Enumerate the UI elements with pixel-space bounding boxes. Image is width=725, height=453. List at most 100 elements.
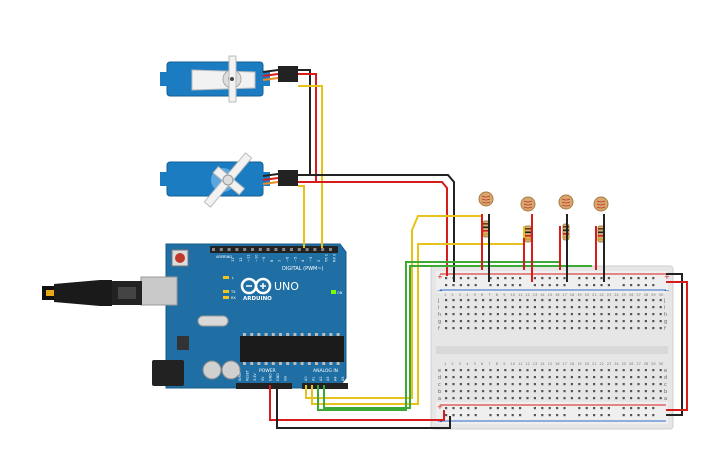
breadboard-hole[interactable] [496, 320, 499, 323]
rail-hole[interactable] [496, 284, 499, 287]
breadboard-hole[interactable] [563, 390, 566, 393]
breadboard-hole[interactable] [607, 390, 610, 393]
rail-hole[interactable] [496, 414, 499, 417]
breadboard-hole[interactable] [615, 397, 618, 400]
rail-hole[interactable] [563, 407, 566, 410]
breadboard-hole[interactable] [615, 306, 618, 309]
breadboard-hole[interactable] [452, 376, 455, 379]
breadboard-hole[interactable] [622, 320, 625, 323]
breadboard-hole[interactable] [622, 383, 625, 386]
breadboard-hole[interactable] [467, 299, 470, 302]
breadboard-hole[interactable] [519, 376, 522, 379]
breadboard-hole[interactable] [570, 327, 573, 330]
breadboard-hole[interactable] [593, 327, 596, 330]
breadboard-hole[interactable] [637, 390, 640, 393]
breadboard-hole[interactable] [489, 313, 492, 316]
breadboard-hole[interactable] [541, 397, 544, 400]
breadboard-hole[interactable] [630, 383, 633, 386]
rail-hole[interactable] [496, 407, 499, 410]
breadboard-hole[interactable] [615, 313, 618, 316]
breadboard-hole[interactable] [585, 313, 588, 316]
header-pin[interactable] [251, 248, 254, 251]
rail-hole[interactable] [519, 284, 522, 287]
breadboard-hole[interactable] [541, 383, 544, 386]
breadboard-hole[interactable] [467, 376, 470, 379]
breadboard-hole[interactable] [637, 369, 640, 372]
breadboard-hole[interactable] [607, 369, 610, 372]
breadboard-hole[interactable] [519, 313, 522, 316]
breadboard-hole[interactable] [459, 313, 462, 316]
rail-hole[interactable] [474, 414, 477, 417]
rail-hole[interactable] [489, 284, 492, 287]
breadboard-hole[interactable] [570, 390, 573, 393]
breadboard-hole[interactable] [496, 376, 499, 379]
breadboard-hole[interactable] [489, 320, 492, 323]
breadboard-hole[interactable] [578, 397, 581, 400]
rail-hole[interactable] [496, 277, 499, 280]
breadboard-hole[interactable] [504, 376, 507, 379]
breadboard-hole[interactable] [578, 327, 581, 330]
breadboard-hole[interactable] [622, 306, 625, 309]
breadboard-hole[interactable] [548, 313, 551, 316]
rail-hole[interactable] [511, 407, 514, 410]
breadboard-hole[interactable] [467, 390, 470, 393]
breadboard-hole[interactable] [445, 299, 448, 302]
breadboard-hole[interactable] [445, 327, 448, 330]
rail-hole[interactable] [459, 284, 462, 287]
rail-hole[interactable] [489, 414, 492, 417]
rail-hole[interactable] [467, 407, 470, 410]
breadboard-hole[interactable] [467, 313, 470, 316]
breadboard-hole[interactable] [600, 397, 603, 400]
breadboard-hole[interactable] [474, 390, 477, 393]
breadboard-hole[interactable] [541, 327, 544, 330]
breadboard-hole[interactable] [504, 299, 507, 302]
breadboard-hole[interactable] [541, 369, 544, 372]
breadboard-hole[interactable] [504, 383, 507, 386]
breadboard-hole[interactable] [615, 369, 618, 372]
breadboard-hole[interactable] [607, 313, 610, 316]
breadboard-hole[interactable] [533, 327, 536, 330]
header-pin[interactable] [227, 248, 231, 251]
breadboard-hole[interactable] [445, 313, 448, 316]
breadboard-hole[interactable] [445, 320, 448, 323]
breadboard-hole[interactable] [644, 376, 647, 379]
breadboard-hole[interactable] [474, 383, 477, 386]
breadboard-hole[interactable] [489, 390, 492, 393]
breadboard-hole[interactable] [563, 313, 566, 316]
header-pin[interactable] [290, 248, 293, 251]
breadboard-hole[interactable] [474, 320, 477, 323]
breadboard-hole[interactable] [519, 320, 522, 323]
rail-hole[interactable] [519, 407, 522, 410]
rail-hole[interactable] [585, 284, 588, 287]
breadboard-hole[interactable] [659, 327, 662, 330]
header-pin[interactable] [313, 248, 317, 251]
breadboard-hole[interactable] [533, 376, 536, 379]
breadboard-hole[interactable] [482, 390, 485, 393]
breadboard-hole[interactable] [511, 313, 514, 316]
breadboard-hole[interactable] [578, 313, 581, 316]
breadboard-hole[interactable] [459, 397, 462, 400]
rail-hole[interactable] [607, 277, 610, 280]
breadboard-hole[interactable] [570, 376, 573, 379]
breadboard-hole[interactable] [519, 327, 522, 330]
breadboard-hole[interactable] [556, 306, 559, 309]
breadboard-hole[interactable] [637, 320, 640, 323]
header-pin[interactable] [235, 248, 239, 251]
breadboard-hole[interactable] [630, 306, 633, 309]
rail-hole[interactable] [548, 407, 551, 410]
breadboard-hole[interactable] [504, 390, 507, 393]
breadboard-hole[interactable] [489, 376, 492, 379]
breadboard-hole[interactable] [563, 320, 566, 323]
breadboard-hole[interactable] [526, 320, 529, 323]
breadboard-hole[interactable] [652, 313, 655, 316]
breadboard-hole[interactable] [467, 320, 470, 323]
breadboard-hole[interactable] [622, 376, 625, 379]
breadboard-hole[interactable] [585, 369, 588, 372]
breadboard-hole[interactable] [652, 299, 655, 302]
rail-hole[interactable] [600, 284, 603, 287]
breadboard-hole[interactable] [607, 376, 610, 379]
breadboard-hole[interactable] [541, 376, 544, 379]
breadboard-hole[interactable] [533, 383, 536, 386]
rail-hole[interactable] [504, 284, 507, 287]
breadboard-hole[interactable] [452, 299, 455, 302]
